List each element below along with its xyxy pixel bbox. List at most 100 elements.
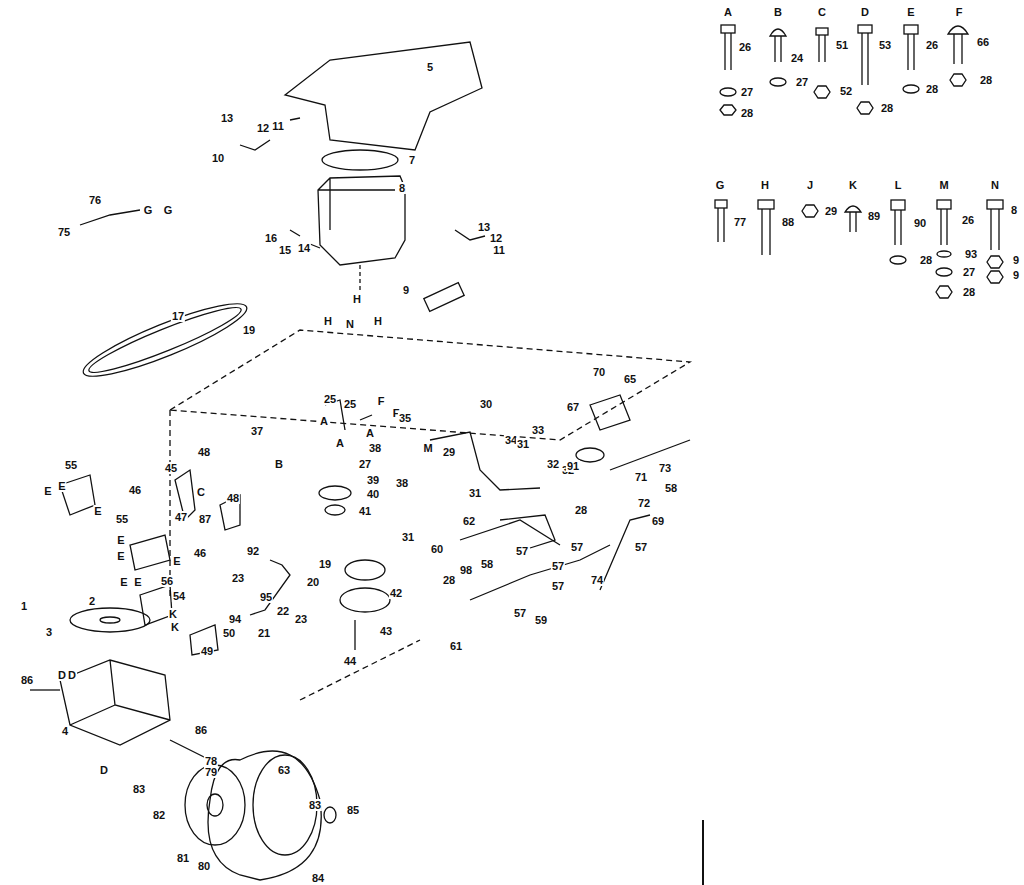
callout-number: 27 [962,266,976,278]
callout-number: 40 [366,488,380,500]
fastener-key: A [365,427,375,439]
callout-number: 31 [468,487,482,499]
muffler [424,283,464,312]
callout-number: 46 [193,547,207,559]
callout-number: 2 [88,595,96,607]
callout-number: 77 [733,216,747,228]
callout-number: 28 [574,504,588,516]
callout-number: 60 [430,543,444,555]
callout-number: 76 [88,194,102,206]
fastener-key: C [817,6,827,18]
fastener-key: D [99,764,109,776]
fastener-key: E [116,534,125,546]
callout-number: 93 [964,248,978,260]
callout-number: 28 [880,102,894,114]
fastener-key: E [43,485,52,497]
callout-number: 27 [740,86,754,98]
callout-number: 1 [20,600,28,612]
callout-number: 33 [531,424,545,436]
belt [77,292,252,388]
fastener-key: F [377,395,386,407]
callout-number: 62 [462,515,476,527]
engine-shroud [285,42,482,150]
fastener-set [720,25,968,115]
callout-number: 11 [271,120,285,132]
callout-number: 9 [402,284,410,296]
callout-number: 57 [570,541,584,553]
callout-number: 27 [795,76,809,88]
callout-number: 26 [738,41,752,53]
callout-number: 8 [1010,204,1018,216]
callout-number: 31 [401,531,415,543]
callout-number: 57 [551,580,565,592]
callout-number: 57 [551,560,565,572]
callout-number: 29 [442,446,456,458]
fastener-key: J [806,179,814,191]
callout-number: 24 [790,52,804,64]
callout-number: 70 [592,366,606,378]
callout-number: 98 [459,564,473,576]
callout-number: 65 [623,373,637,385]
callout-number: 15 [278,244,292,256]
callout-number: 48 [226,492,240,504]
callout-number: 69 [651,515,665,527]
callout-number: 55 [64,459,78,471]
fastener-key: N [990,179,1000,191]
callout-number: 41 [358,505,372,517]
callout-number: 73 [658,462,672,474]
callout-number: 57 [515,545,529,557]
callout-number: 57 [634,541,648,553]
callout-number: 57 [513,607,527,619]
callout-number: 42 [389,587,403,599]
callout-number: 32 [546,458,560,470]
fastener-key: G [715,179,726,191]
callout-number: 86 [194,724,208,736]
callout-number: 83 [132,783,146,795]
callout-number: 47 [174,511,188,523]
callout-number: 74 [590,574,604,586]
callout-number: 28 [925,83,939,95]
callout-number: 87 [198,513,212,525]
callout-number: 30 [479,398,493,410]
callout-number: 12 [489,232,503,244]
callout-number: 8 [398,182,406,194]
callout-number: 75 [57,226,71,238]
callout-number: 11 [492,244,506,256]
fastener-key: B [773,6,783,18]
fastener-key: D [860,6,870,18]
fastener-key: E [57,480,66,492]
callout-number: 61 [449,640,463,652]
callout-number: 9 [1012,254,1020,266]
callout-number: 56 [160,575,174,587]
fastener-key: A [319,415,329,427]
callout-number: 22 [276,605,290,617]
callout-number: 58 [664,482,678,494]
fastener-key: E [906,6,915,18]
fastener-set [715,200,1003,298]
callout-number: 72 [637,497,651,509]
callout-number: 23 [294,613,308,625]
fastener-key: F [955,6,964,18]
callout-number: 38 [368,442,382,454]
callout-number: 81 [176,852,190,864]
fastener-key: C [196,486,206,498]
callout-number: 4 [61,725,69,737]
callout-number: 20 [306,576,320,588]
fastener-key: D [67,669,77,681]
callout-number: 86 [20,674,34,686]
callout-number: 37 [250,425,264,437]
callout-number: 51 [835,39,849,51]
callout-number: 53 [878,39,892,51]
callout-number: 3 [45,626,53,638]
callout-number: 27 [358,458,372,470]
ring [322,150,398,170]
fastener-key: G [143,204,154,216]
fastener-key: K [170,621,180,633]
callout-number: 95 [259,591,273,603]
callout-number: 45 [164,462,178,474]
callout-number: 26 [925,39,939,51]
callout-number: 28 [919,254,933,266]
callout-number: 17 [171,310,185,322]
callout-number: 25 [323,393,337,405]
